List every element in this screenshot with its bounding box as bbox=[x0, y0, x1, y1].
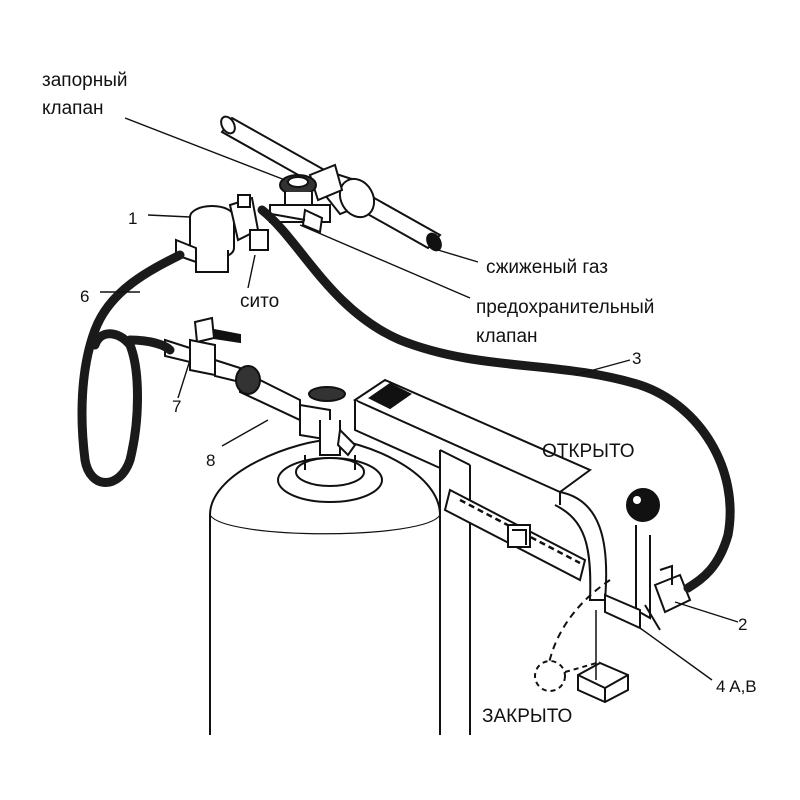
label-shutoff-valve-line1: запорный bbox=[42, 70, 127, 91]
label-liquefied-gas: сжиженый газ bbox=[486, 257, 608, 278]
label-number-4ab: 4 A,B bbox=[716, 677, 757, 696]
label-safety-valve-line1: предохранительный bbox=[476, 297, 654, 318]
cylinder-valve-8 bbox=[235, 365, 357, 457]
label-strainer: сито bbox=[240, 291, 279, 312]
label-number-2: 2 bbox=[738, 615, 747, 634]
label-number-3: 3 bbox=[632, 349, 641, 368]
label-closed: ЗАКРЫТО bbox=[482, 706, 572, 727]
gas-cylinder bbox=[209, 438, 441, 735]
label-number-7: 7 bbox=[172, 397, 181, 416]
label-shutoff-valve-line2: клапан bbox=[42, 98, 104, 119]
label-open: ОТКРЫТО bbox=[542, 441, 634, 462]
supply-pipe bbox=[220, 115, 442, 252]
label-number-6: 6 bbox=[80, 287, 89, 306]
label-number-1: 1 bbox=[128, 209, 137, 228]
regulator-7 bbox=[164, 316, 241, 384]
regulator-1 bbox=[175, 194, 269, 273]
valve-lever bbox=[534, 488, 692, 692]
label-safety-valve-line2: клапан bbox=[476, 326, 538, 347]
leader-lines bbox=[100, 117, 739, 681]
label-number-8: 8 bbox=[206, 451, 215, 470]
hose-6 bbox=[77, 250, 185, 487]
hose-3 bbox=[257, 205, 735, 593]
